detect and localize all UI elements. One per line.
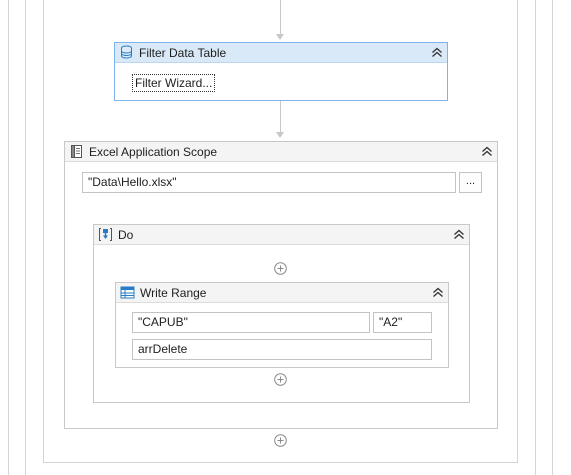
do-sequence[interactable]: Do Write Range	[93, 224, 470, 403]
add-activity-icon[interactable]	[274, 262, 287, 275]
outer-sequence-border-right	[552, 0, 553, 475]
excel-scope-title: Excel Application Scope	[89, 145, 218, 159]
sequence-icon	[99, 228, 112, 241]
filter-data-table-title: Filter Data Table	[139, 46, 227, 60]
excel-scope-header[interactable]: Excel Application Scope	[65, 142, 497, 162]
write-range-title: Write Range	[140, 286, 207, 300]
write-range-activity[interactable]: Write Range "CAPUB" "A2" arrDelete	[115, 282, 449, 368]
do-sequence-title: Do	[118, 228, 134, 242]
flow-connector	[280, 101, 281, 133]
do-sequence-header[interactable]: Do	[94, 225, 469, 245]
write-range-header[interactable]: Write Range	[116, 283, 448, 303]
collapse-icon[interactable]	[481, 145, 493, 158]
filter-data-table-header[interactable]: Filter Data Table	[115, 43, 447, 63]
filter-data-table-activity[interactable]: Filter Data Table Filter Wizard...	[114, 42, 448, 101]
collapse-icon[interactable]	[432, 286, 444, 299]
sheet-name-input[interactable]: "CAPUB"	[132, 312, 370, 333]
inner-sequence-border-left	[25, 0, 26, 475]
excel-application-scope-activity[interactable]: Excel Application Scope "Data\Hello.xlsx…	[64, 141, 498, 429]
inner-sequence-border-right	[535, 0, 536, 475]
add-activity-icon[interactable]	[274, 434, 287, 447]
add-activity-icon[interactable]	[274, 373, 287, 386]
excel-book-icon	[71, 145, 82, 158]
flow-connector	[280, 0, 281, 36]
start-cell-input[interactable]: "A2"	[373, 312, 432, 333]
filter-wizard-button[interactable]: Filter Wizard...	[132, 74, 216, 92]
browse-button[interactable]: ...	[459, 172, 482, 193]
write-range-icon	[120, 286, 135, 299]
flow-arrow	[276, 132, 284, 138]
workbook-path-input[interactable]: "Data\Hello.xlsx"	[82, 172, 456, 193]
flow-arrow	[276, 34, 284, 40]
outer-sequence-border-left	[8, 0, 9, 475]
data-table-input[interactable]: arrDelete	[132, 339, 432, 360]
collapse-icon[interactable]	[453, 228, 465, 241]
parent-sequence-container	[43, 0, 518, 463]
collapse-icon[interactable]	[431, 46, 443, 59]
database-icon	[121, 45, 132, 59]
